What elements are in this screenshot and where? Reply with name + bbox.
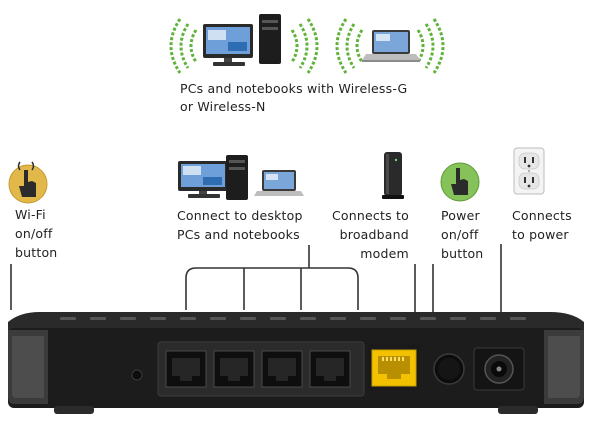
wall-outlet-icon	[513, 147, 545, 195]
lan-port	[309, 350, 351, 388]
laptop-icon	[254, 170, 304, 196]
modem-port-label: Connects to broadband modem	[332, 208, 409, 261]
wireless-devices-caption: PCs and notebooks with Wireless-G or Wir…	[180, 81, 408, 114]
hand-press-wifi-icon	[8, 161, 48, 204]
callout-lines	[10, 244, 502, 312]
power-port	[473, 347, 525, 391]
desktop-computer-icon	[178, 155, 248, 200]
router-body	[8, 312, 584, 414]
wifi-button-label: Wi-Fi on/off button	[15, 207, 58, 260]
laptop-icon	[362, 30, 420, 62]
power-button	[433, 353, 465, 385]
lan-ports-label: Connect to desktop PCs and notebooks	[177, 208, 303, 242]
wireless-waves-icon	[169, 18, 319, 74]
cable-modem-icon	[382, 152, 404, 199]
power-port-label: Connects to power	[512, 208, 572, 242]
lan-port	[261, 350, 303, 388]
hand-press-power-icon	[440, 162, 480, 202]
power-button-label: Power on/off button	[441, 208, 484, 261]
wan-port	[368, 344, 420, 390]
lan-port	[213, 350, 255, 388]
desktop-computer-icon	[203, 14, 281, 66]
lan-port	[165, 350, 207, 388]
